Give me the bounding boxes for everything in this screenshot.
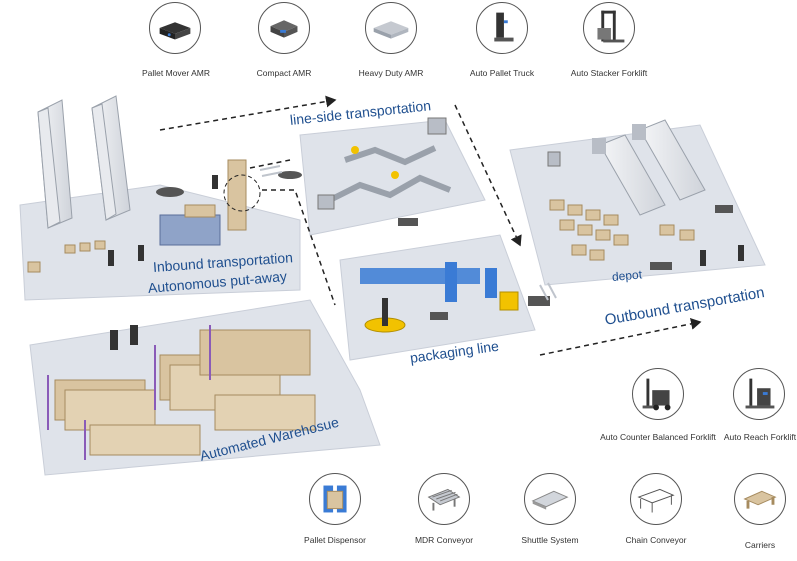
flow-arrows <box>159 95 702 356</box>
heavy-duty-amr-label: Heavy Duty AMR <box>358 68 424 78</box>
pallet-dispensor-label: Pallet Dispensor <box>304 535 366 545</box>
auto-stacker-forklift-label: Auto Stacker Forklift <box>570 68 648 78</box>
compact-amr-label: Compact AMR <box>256 68 312 78</box>
heavy-duty-amr-icon <box>365 2 417 54</box>
inbound-trailers <box>37 95 131 229</box>
pallet-mover-amr-label: Pallet Mover AMR <box>141 68 211 78</box>
outbound-trucks <box>592 119 706 216</box>
inbound-equipment <box>27 159 302 273</box>
auto-reach-forklift-icon <box>733 368 785 420</box>
carriers-icon <box>734 473 786 525</box>
transfer-stripes <box>259 165 557 301</box>
chain-conveyor-icon <box>630 473 682 525</box>
auto-reach-forklift-label: Auto Reach Forklift <box>723 432 797 442</box>
auto-pallet-truck-icon <box>476 2 528 54</box>
depot-equipment <box>547 151 744 270</box>
auto-counter-balanced-forklift-label: Auto Counter Balanced Forklift <box>600 432 716 442</box>
mdr-conveyor-icon <box>418 473 470 525</box>
auto-counter-balanced-forklift-icon <box>632 368 684 420</box>
carriers-label: Carriers <box>744 540 776 550</box>
mdr-conveyor-label: MDR Conveyor <box>414 535 474 545</box>
pallet-mover-amr-icon <box>149 2 201 54</box>
auto-pallet-truck-label: Auto Pallet Truck <box>469 68 535 78</box>
pallet-dispensor-icon <box>309 473 361 525</box>
shuttle-system-label: Shuttle System <box>521 535 579 545</box>
compact-amr-icon <box>258 2 310 54</box>
chain-conveyor-label: Chain Conveyor <box>625 535 687 545</box>
zone-label-depot: depot <box>611 267 643 284</box>
packaging-equipment <box>360 262 550 333</box>
auto-stacker-forklift-icon <box>583 2 635 54</box>
warehouse-racks <box>47 325 316 460</box>
shuttle-system-icon <box>524 473 576 525</box>
line-side-equipment <box>317 117 452 226</box>
